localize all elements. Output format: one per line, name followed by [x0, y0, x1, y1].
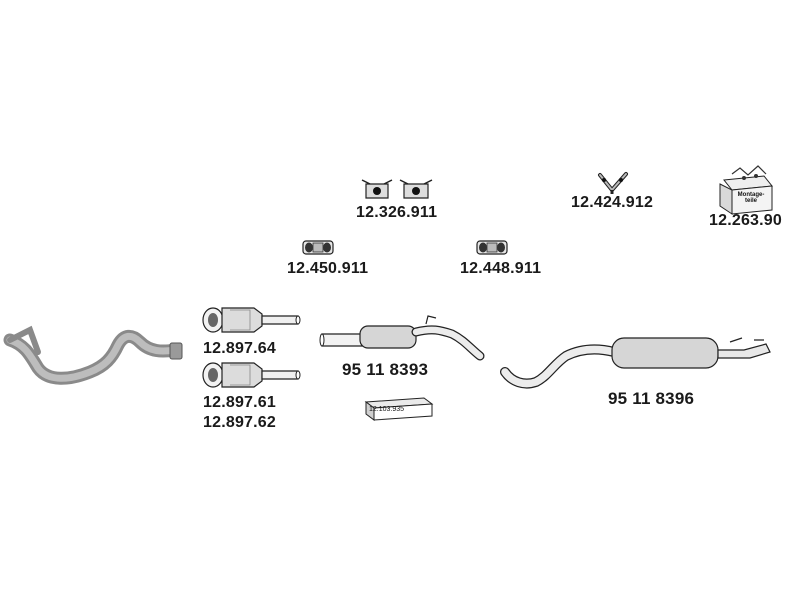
rubber-mount-icon	[302, 240, 334, 255]
kit-box-label: Montage- teile	[730, 192, 772, 204]
part-number-95-11-8393: 95 11 8393	[342, 360, 429, 379]
part-number-12-263-90: 12.263.90	[709, 212, 782, 229]
clamp-box-label: 12.103.935	[369, 406, 405, 413]
hanger-bracket-icon	[361, 179, 393, 199]
hanger-bracket-icon	[399, 179, 433, 199]
part-number-95-11-8396: 95 11 8396	[608, 389, 695, 408]
y-hanger-icon	[598, 172, 628, 194]
front-pipe-icon	[3, 325, 183, 385]
catalytic-converter-icon	[202, 307, 301, 333]
part-number-12-897-64: 12.897.64	[203, 340, 276, 357]
rear-silencer-icon	[500, 337, 771, 389]
catalytic-converter-icon	[202, 362, 301, 388]
part-number-12-897-61: 12.897.61	[203, 394, 276, 411]
middle-silencer-icon	[319, 315, 485, 361]
kit-box-label-line2: teile	[744, 198, 757, 204]
mounting-kit-box-icon	[719, 165, 773, 215]
rubber-mount-icon	[476, 240, 508, 255]
part-number-12-448-911: 12.448.911	[460, 260, 542, 277]
kit-box-label-line1: Montage-	[737, 192, 765, 198]
part-number-12-450-911: 12.450.911	[287, 260, 369, 277]
part-number-12-897-62: 12.897.62	[203, 414, 276, 431]
clamp-box-icon	[364, 397, 434, 421]
part-number-12-424-912: 12.424.912	[571, 194, 654, 211]
part-number-12-326-911: 12.326.911	[356, 204, 438, 221]
